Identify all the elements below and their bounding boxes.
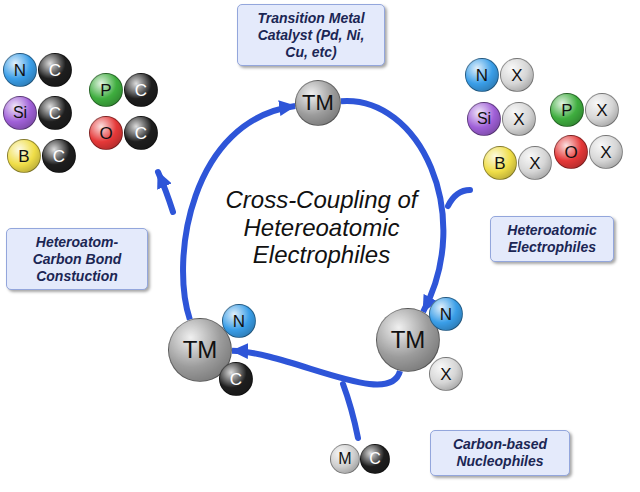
atom-symbol: X [513,111,524,128]
atom-symbol: C [135,125,147,142]
atom-circle: O [554,135,588,169]
atom-circle: M [330,444,360,474]
label-box: Heteroatom-Carbon Bond Constuction [6,228,148,290]
atom-circle: TM [295,80,341,126]
box-text: Heteroatom-Carbon Bond Constuction [14,234,140,284]
atom-symbol: P [561,102,572,119]
atom-circle: Si [467,102,501,136]
atom-symbol: Si [13,105,27,121]
atom-circle: N [465,58,499,92]
atom-symbol: TM [183,338,218,362]
atom-circle: N [429,297,463,331]
atom-circle: O [89,116,123,150]
atom-symbol: Si [477,111,491,127]
nucleophile-branch [343,384,358,438]
atom-circle: X [500,58,534,92]
atom-circle: N [222,304,256,338]
atom-symbol: N [14,62,26,79]
label-box: Heteroatomic Electrophiles [490,216,614,262]
atom-circle: C [42,139,76,173]
box-text: Transition Metal Catalyst (Pd, Ni, Cu, e… [245,10,377,60]
atom-symbol: X [511,67,522,84]
box-text: Carbon-based Nucleophiles [438,436,562,470]
atom-circle: C [124,73,158,107]
atom-symbol: X [600,144,611,161]
atom-circle: C [219,362,253,396]
atom-circle: X [585,93,619,127]
atom-symbol: X [529,155,540,172]
atom-circle: C [124,116,158,150]
atom-circle: Si [3,96,37,130]
atom-symbol: C [53,148,65,165]
atom-circle: N [3,53,37,87]
atom-circle: C [38,96,72,130]
atom-circle: B [7,139,41,173]
atom-symbol: N [476,67,488,84]
atom-symbol: C [369,451,381,467]
electrophile-branch [448,190,470,206]
product-branch [158,172,173,212]
box-text: Heteroatomic Electrophiles [498,222,606,256]
atom-symbol: O [564,144,577,161]
atom-symbol: X [596,102,607,119]
atom-circle: X [429,357,463,391]
atom-circle: P [550,93,584,127]
atom-circle: C [360,444,390,474]
atom-symbol: N [233,313,245,330]
atom-symbol: N [440,306,452,323]
atom-symbol: TM [391,328,426,352]
atom-circle: X [518,146,552,180]
atom-symbol: B [18,148,29,165]
atom-circle: X [502,102,536,136]
atom-circle: P [89,73,123,107]
atom-symbol: TM [302,92,334,114]
atom-symbol: C [49,105,61,122]
atom-symbol: C [230,371,242,388]
atom-symbol: M [338,451,351,467]
atom-symbol: B [494,155,505,172]
atom-circle: C [38,53,72,87]
atom-symbol: X [440,366,451,383]
atom-symbol: C [49,62,61,79]
atom-circle: X [589,135,623,169]
atom-circle: B [483,146,517,180]
cycle-arrow [232,351,400,385]
label-box: Transition Metal Catalyst (Pd, Ni, Cu, e… [237,4,385,66]
atom-symbol: P [100,82,111,99]
atom-symbol: C [135,82,147,99]
atom-symbol: O [99,125,112,142]
label-box: Carbon-based Nucleophiles [430,430,570,476]
center-title: Cross-Coupling of Hetereoatomic Electrop… [221,186,422,269]
